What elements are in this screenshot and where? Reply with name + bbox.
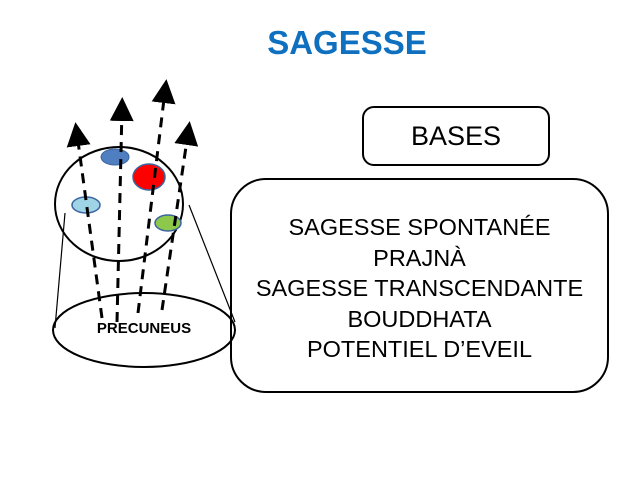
bases-label: BASES	[410, 120, 502, 151]
arrow-1	[66, 122, 104, 319]
line-prajna: PRAJNÀ	[373, 244, 466, 271]
line-sagesse-transcendante: SAGESSE TRANSCENDANTE	[255, 275, 584, 302]
arrow-4	[160, 121, 199, 311]
line-bouddhata: BOUDDHATA	[347, 305, 492, 332]
cone-left-line	[54, 212, 66, 329]
brain-circle	[54, 146, 184, 262]
precuneus-ellipse	[52, 292, 236, 368]
blob-red	[132, 163, 166, 191]
arrow-3	[136, 79, 176, 314]
bases-box: BASES	[362, 106, 550, 166]
slide-title: SAGESSE	[267, 24, 427, 61]
line-sagesse-spontanee: SAGESSE SPONTANÉE	[288, 214, 551, 241]
line-potentiel-eveil: POTENTIEL D’EVEIL	[306, 336, 533, 363]
cone-right-line	[188, 204, 236, 323]
arrow-2	[109, 97, 134, 323]
wisdom-box: SAGESSE SPONTANÉE PRAJNÀ SAGESSE TRANSCE…	[230, 178, 609, 393]
blob-blue	[100, 148, 130, 166]
precuneus-label: PRECUNEUS	[96, 320, 192, 337]
